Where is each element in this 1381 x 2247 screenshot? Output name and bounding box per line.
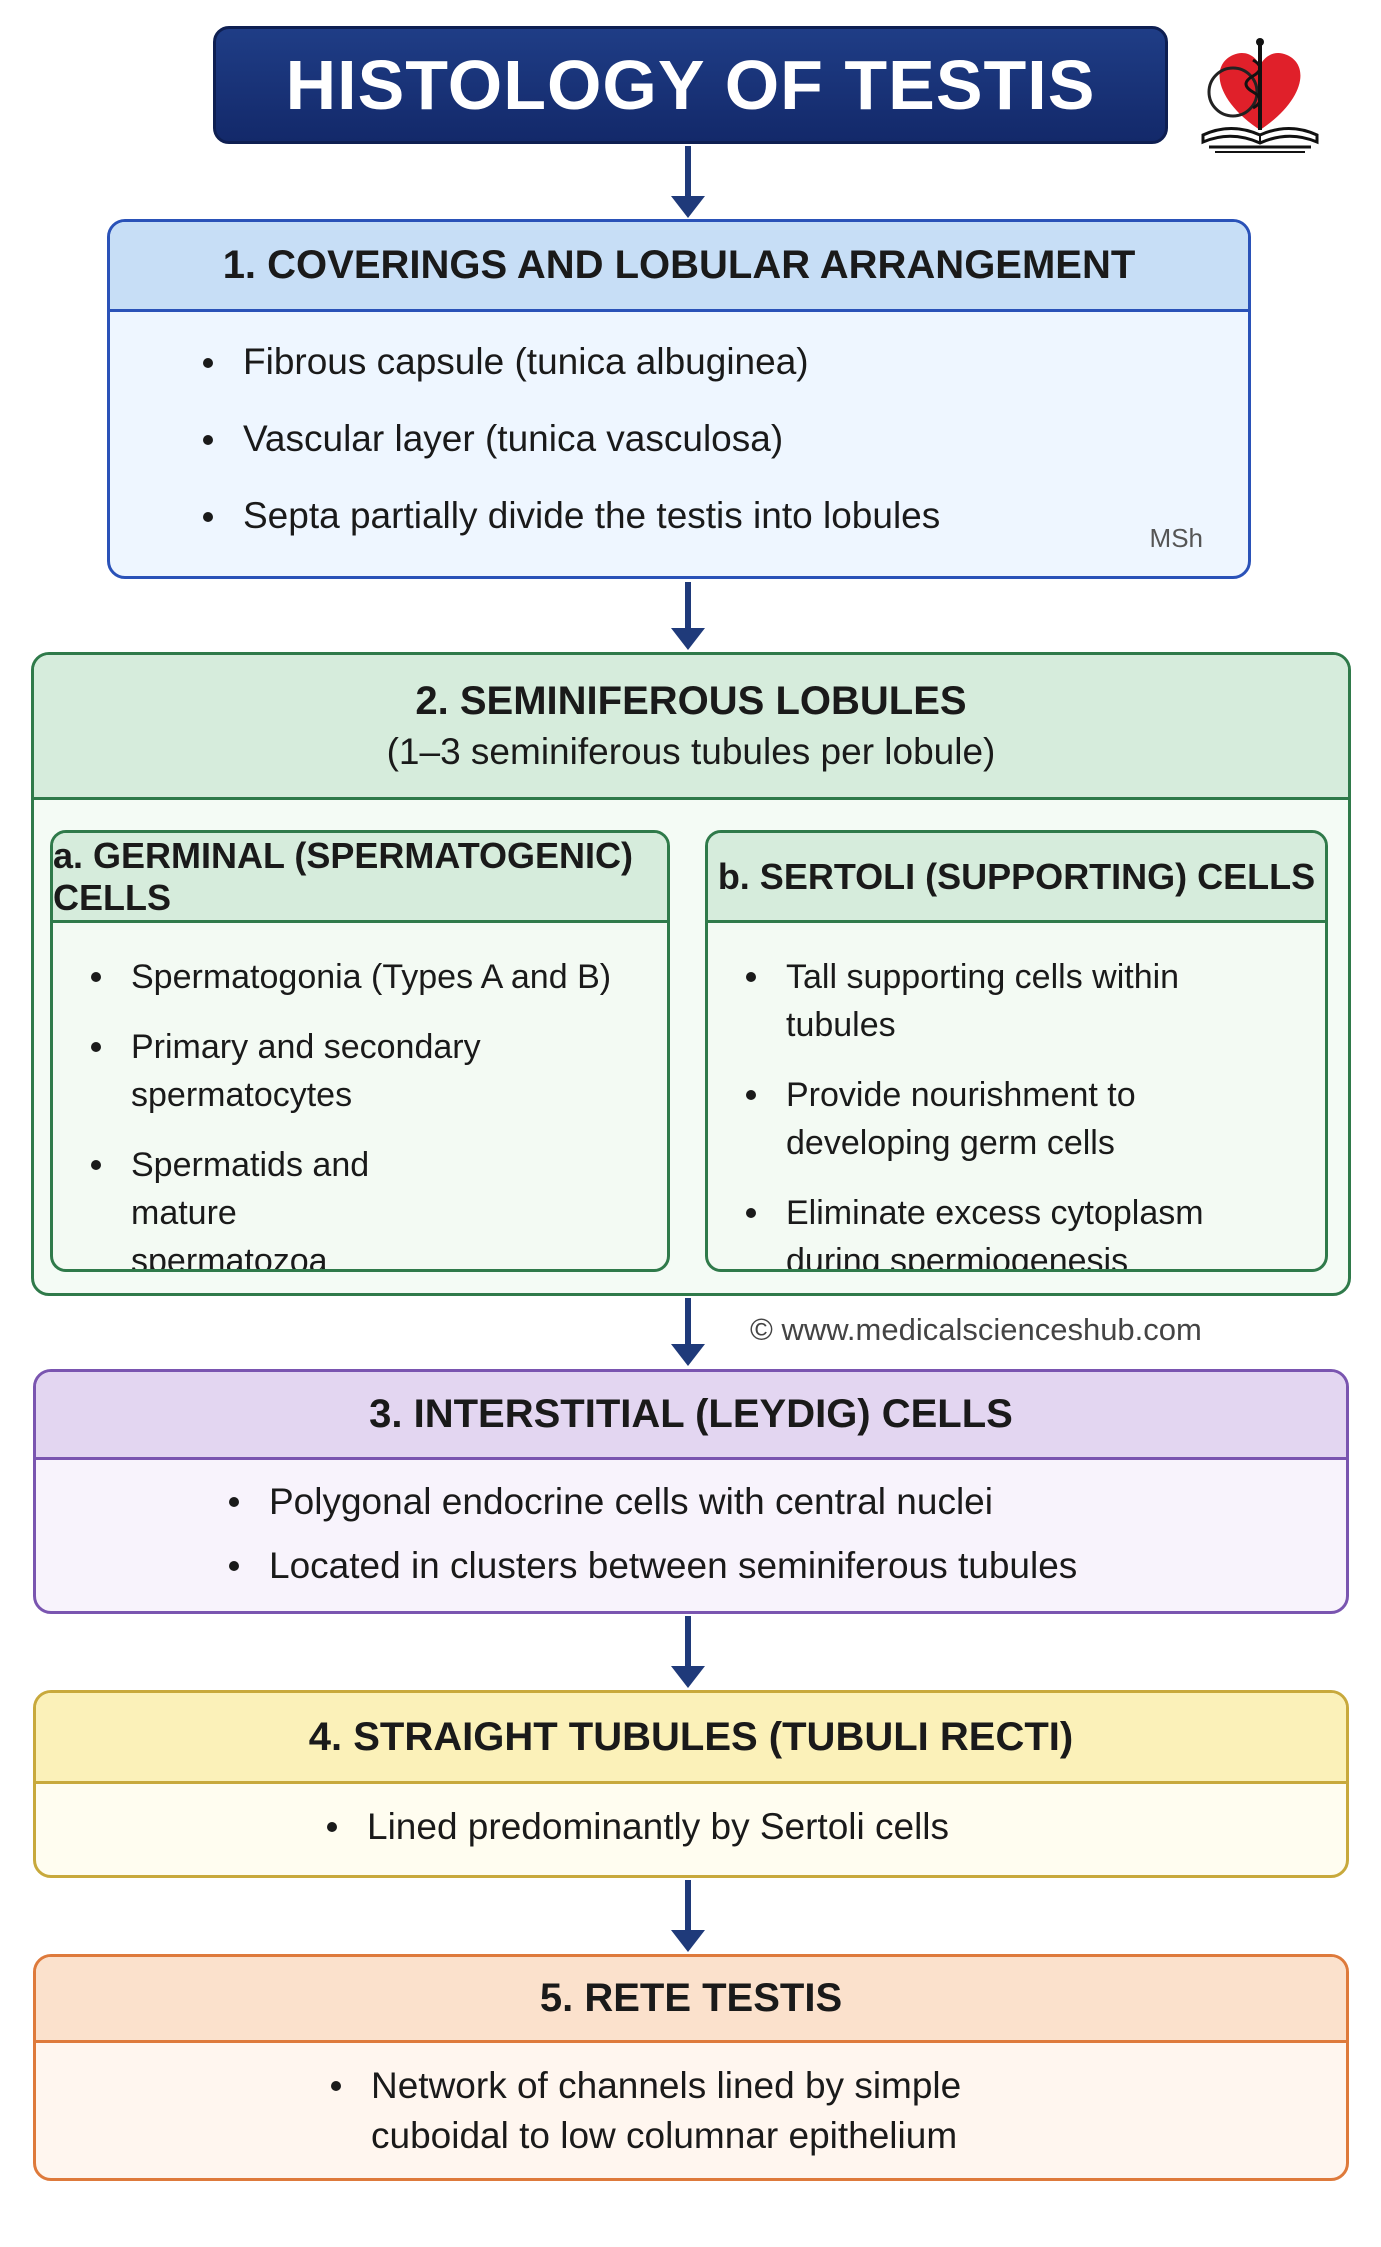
list-item: Primary and secondary spermatocytes	[83, 1023, 643, 1119]
section-heading: 1. COVERINGS AND LOBULAR ARRANGEMENT	[110, 222, 1248, 312]
list-item: Located in clusters between seminiferous…	[221, 1544, 1077, 1608]
section-heading: 5. RETE TESTIS	[36, 1957, 1346, 2043]
section-coverings: 1. COVERINGS AND LOBULAR ARRANGEMENT Fib…	[107, 219, 1251, 579]
section-leydig-cells: 3. INTERSTITIAL (LEYDIG) CELLS Polygonal…	[33, 1369, 1349, 1614]
subsection-germinal-cells: a. GERMINAL (SPERMATOGENIC) CELLS Sperma…	[50, 830, 670, 1272]
heart-caduceus-book-icon	[1195, 30, 1325, 155]
list-item: Polygonal endocrine cells with central n…	[221, 1480, 1077, 1544]
subsection-heading: b. SERTOLI (SUPPORTING) CELLS	[708, 833, 1325, 923]
page-title: HISTOLOGY OF TESTIS	[213, 26, 1168, 144]
list-item: Fibrous capsule (tunica albuginea)	[195, 342, 940, 419]
section-subtitle: (1–3 seminiferous tubules per lobule)	[386, 731, 996, 772]
bullet-list: Fibrous capsule (tunica albuginea) Vascu…	[195, 342, 940, 573]
watermark-site: © www.medicalscienceshub.com	[750, 1312, 1202, 1347]
section-straight-tubules: 4. STRAIGHT TUBULES (TUBULI RECTI) Lined…	[33, 1690, 1349, 1878]
list-item: Eliminate excess cytoplasm during spermi…	[738, 1189, 1206, 1269]
bullet-list: Spermatogonia (Types A and B) Primary an…	[83, 953, 643, 1269]
section-heading: 3. INTERSTITIAL (LEYDIG) CELLS	[36, 1372, 1346, 1460]
list-item: Lined predominantly by Sertoli cells	[319, 1805, 949, 1849]
subsection-sertoli-cells: b. SERTOLI (SUPPORTING) CELLS Tall suppo…	[705, 830, 1328, 1272]
list-item: Network of channels lined by simple cubo…	[323, 2061, 1071, 2161]
section-heading: 4. STRAIGHT TUBULES (TUBULI RECTI)	[36, 1693, 1346, 1784]
bullet-list: Polygonal endocrine cells with central n…	[221, 1480, 1077, 1608]
list-item: Spermatogonia (Types A and B)	[83, 953, 643, 1001]
list-item: Septa partially divide the testis into l…	[195, 496, 940, 573]
list-item: Tall supporting cells within tubules	[738, 953, 1298, 1049]
list-item: Spermatids and mature spermatozoa	[83, 1141, 431, 1269]
bullet-list: Network of channels lined by simple cubo…	[323, 2061, 1083, 2161]
list-item: Vascular layer (tunica vasculosa)	[195, 419, 940, 496]
section-rete-testis: 5. RETE TESTIS Network of channels lined…	[33, 1954, 1349, 2181]
section-title: 2. SEMINIFEROUS LOBULES	[415, 679, 967, 723]
bullet-list: Lined predominantly by Sertoli cells	[319, 1805, 949, 1849]
watermark-msh: MSh	[1149, 523, 1203, 553]
list-item: Provide nourishment to developing germ c…	[738, 1071, 1166, 1167]
subsection-heading: a. GERMINAL (SPERMATOGENIC) CELLS	[53, 833, 667, 923]
section-heading: 2. SEMINIFEROUS LOBULES (1–3 seminiferou…	[34, 655, 1348, 800]
bullet-list: Tall supporting cells within tubules Pro…	[738, 953, 1298, 1269]
